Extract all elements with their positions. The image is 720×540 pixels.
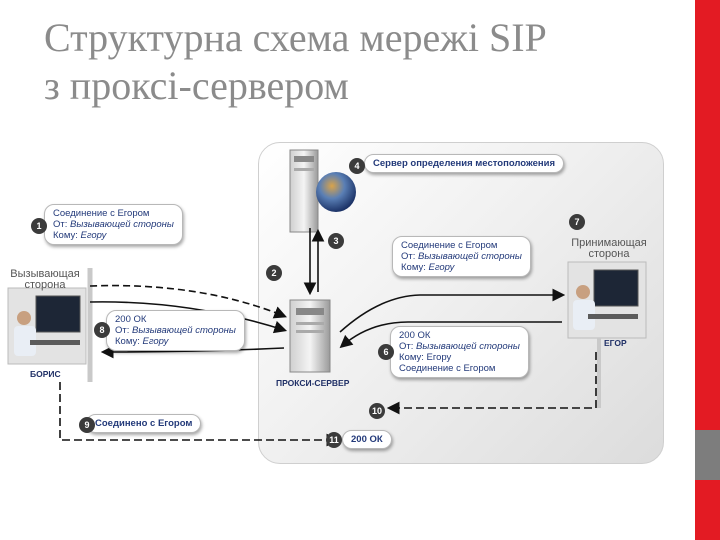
msg7-line1: Соединение с Егором <box>401 240 498 251</box>
callee-computer-icon <box>567 261 647 339</box>
msg7-to-label: Кому: <box>401 262 429 273</box>
message-bubble-8: 200 ОК От: Вызывающей стороны Кому: Егор… <box>106 310 245 351</box>
msg1-from-value: Вызывающей стороны <box>70 219 174 230</box>
location-server-text: Сервер определения местоположения <box>373 158 555 169</box>
accent-bar-gray <box>695 430 720 480</box>
arrows <box>59 228 597 447</box>
message-bubble-9: Соединено с Егором <box>86 414 202 433</box>
msg7-from-label: От: <box>401 251 419 262</box>
caller-computer-icon <box>7 287 87 365</box>
msg8-from-value: Вызывающей стороны <box>132 325 236 336</box>
step-2-badge: 2 <box>266 265 282 281</box>
title-line-2: з проксі-сервером <box>44 63 349 108</box>
step-7-badge: 7 <box>569 214 585 230</box>
globe-icon <box>316 172 356 212</box>
step-4-badge: 4 <box>349 158 365 174</box>
callee-role-line2: сторона <box>588 248 630 260</box>
step-11-badge: 11 <box>326 432 342 448</box>
msg8-line1: 200 ОК <box>115 314 147 325</box>
message-bubble-6: 200 ОК От: Вызывающей стороны Кому: Егор… <box>390 326 529 378</box>
step-10-badge: 10 <box>369 403 385 419</box>
step-3-badge: 3 <box>328 233 344 249</box>
message-bubble-7: Соединение с Егором От: Вызывающей сторо… <box>392 236 531 277</box>
caller-role-line1: Вызывающая <box>10 268 80 280</box>
proxy-server-label: ПРОКСИ-СЕРВЕР <box>276 378 350 388</box>
caller-role-line2: сторона <box>24 279 66 291</box>
location-server-icon <box>289 149 356 233</box>
msg1-from-label: От: <box>53 219 71 230</box>
proxy-server-icon <box>289 299 331 373</box>
msg7-from-value: Вызывающей стороны <box>418 251 522 262</box>
callee-name: ЕГОР <box>604 338 627 348</box>
msg8-to-label: Кому: <box>115 336 143 347</box>
msg6-line4: Соединение с Егором <box>399 363 496 374</box>
accent-bar-bottom <box>695 480 720 540</box>
callee-role-label: Принимающая сторона <box>566 238 652 260</box>
location-server-label: Сервер определения местоположения <box>364 154 564 173</box>
msg6-line1: 200 ОК <box>399 330 431 341</box>
msg6-from-value: Вызывающей стороны <box>416 341 520 352</box>
slide-title: Структурна схема мережі SIP з проксі-сер… <box>44 14 547 110</box>
msg1-line1: Соединение с Егором <box>53 208 150 219</box>
title-line-1: Структурна схема мережі SIP <box>44 15 547 60</box>
callee-role-line1: Принимающая <box>571 237 647 249</box>
msg8-to-value: Егору <box>142 336 169 347</box>
msg7-to-value: Егору <box>428 262 455 273</box>
accent-bar-top <box>695 0 720 430</box>
step-6-badge: 6 <box>378 344 394 360</box>
msg1-to-label: Кому: <box>53 230 81 241</box>
caller-name: БОРИС <box>30 369 61 379</box>
caller-role-label: Вызывающая сторона <box>6 269 84 291</box>
step-1-badge: 1 <box>31 218 47 234</box>
msg6-from-label: От: <box>399 341 417 352</box>
step-8-badge: 8 <box>94 322 110 338</box>
message-bubble-11: 200 ОК <box>342 430 392 449</box>
step-9-badge: 9 <box>79 417 95 433</box>
msg1-to-value: Егору <box>80 230 107 241</box>
message-bubble-1: Соединение с Егором От: Вызывающей сторо… <box>44 204 183 245</box>
msg6-line3: Кому: Егору <box>399 352 452 363</box>
msg8-from-label: От: <box>115 325 133 336</box>
